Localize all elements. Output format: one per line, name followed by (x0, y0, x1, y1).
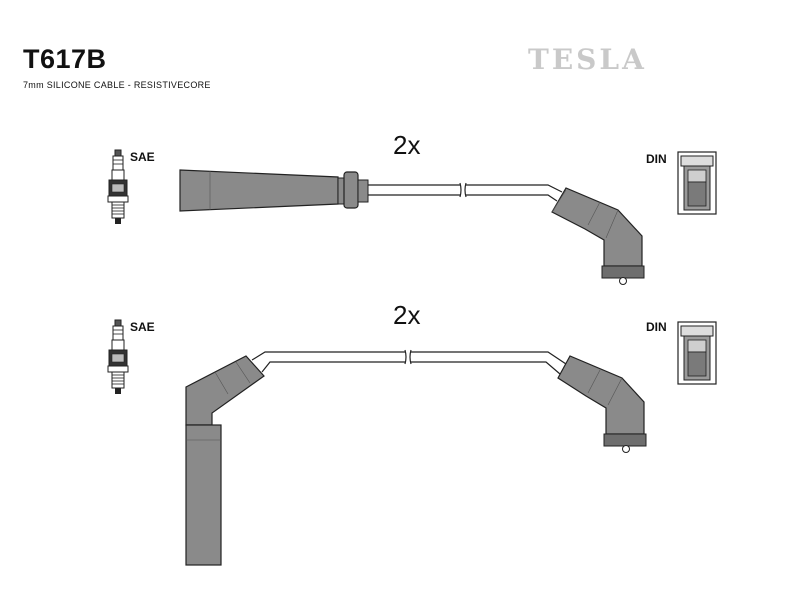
set-2-sae-label: SAE (130, 320, 155, 334)
cable-description: 7mm SILICONE CABLE - RESISTIVECORE (23, 80, 211, 90)
set-1-cable (368, 182, 563, 202)
set-1-sae-label: SAE (130, 150, 155, 164)
set-1-straight-boot-icon (179, 169, 369, 212)
set-1-din-socket-icon (677, 151, 717, 215)
set-2-cable (251, 349, 567, 375)
set-1-quantity: 2x (393, 130, 421, 160)
set-2-din-socket-icon (677, 321, 717, 385)
set-2-spark-plug-icon (107, 319, 129, 395)
set-2-angled-boot-right-icon (557, 355, 647, 453)
set-1-angled-boot-icon (551, 187, 645, 285)
set-2-angled-boot-left-icon (185, 355, 265, 566)
set-1-din-label: DIN (646, 152, 667, 166)
brand-logo: TESLA (528, 43, 647, 76)
part-code: T617B (23, 44, 107, 74)
set-1-spark-plug-icon (107, 149, 129, 225)
set-2-quantity: 2x (393, 300, 421, 330)
set-2-din-label: DIN (646, 320, 667, 334)
